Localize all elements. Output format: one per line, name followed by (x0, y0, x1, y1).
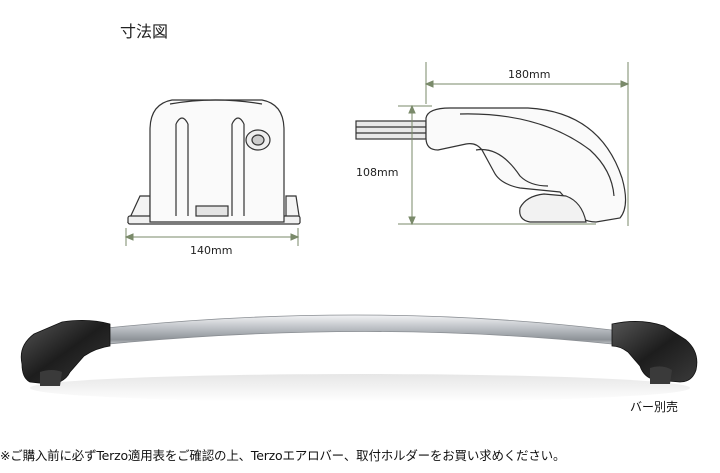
width-dimension (124, 228, 300, 246)
bar-sold-separately-note: バー別売 (630, 400, 679, 414)
aero-bar-illustration (20, 314, 698, 402)
length-dimension (424, 62, 630, 226)
diagram-title: 寸法図 (120, 22, 169, 41)
height-dimension-label: 108mm (356, 166, 399, 179)
width-dimension-label: 140mm (190, 244, 233, 257)
length-dimension-label: 180mm (508, 68, 551, 81)
purchase-notice: ※ご購入前に必ずTerzo適用表をご確認の上、Terzoエアロバー、取付ホルダー… (0, 448, 566, 463)
holder-front-view (127, 99, 301, 225)
holder-side-view (355, 107, 627, 223)
height-dimension (398, 104, 596, 226)
